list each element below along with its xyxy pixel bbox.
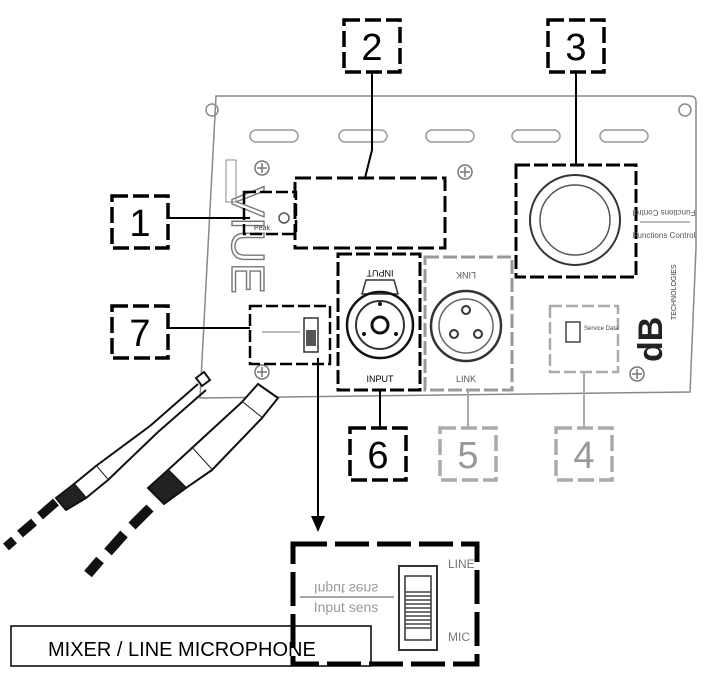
callout-1-label: 1 bbox=[129, 203, 150, 245]
input-sens-label: Input sens bbox=[314, 599, 379, 615]
line-label: LINE bbox=[448, 557, 475, 571]
callout-4-label: 4 bbox=[573, 435, 594, 477]
mic-label: MIC bbox=[448, 630, 470, 644]
brand-sub-block bbox=[225, 159, 237, 203]
callout-3-label: 3 bbox=[565, 27, 586, 69]
db-sub-text: TECHNOLOGIES bbox=[671, 264, 678, 320]
leader-lines bbox=[168, 72, 577, 428]
trs-jack-cable bbox=[3, 370, 212, 551]
db-logo-text: dB bbox=[632, 317, 670, 362]
link-label-top: LINK bbox=[456, 270, 476, 280]
input-combo-connector: INPUT INPUT bbox=[336, 252, 422, 392]
peak-label: Peak bbox=[254, 225, 270, 232]
callout-7: 7 bbox=[110, 304, 170, 360]
callout-5-label: 5 bbox=[457, 435, 478, 477]
callout-7-label: 7 bbox=[129, 313, 150, 355]
input-sens-mirrored: Input sens bbox=[314, 581, 379, 597]
display-window bbox=[293, 176, 447, 250]
link-label-bottom: LINK bbox=[456, 374, 476, 384]
callout-2: 2 bbox=[342, 18, 402, 74]
leader-lines-gray bbox=[467, 372, 585, 428]
vent-slots bbox=[249, 129, 649, 143]
callout-4: 4 bbox=[554, 426, 614, 482]
service-label: Service Data bbox=[584, 326, 619, 332]
input-label-bottom: INPUT bbox=[367, 374, 395, 384]
input-sens-switch-detail: Input sens Input sens LINE MIC bbox=[290, 541, 480, 667]
callout-2-label: 2 bbox=[361, 27, 382, 69]
callout-3: 3 bbox=[546, 18, 606, 74]
functions-label-mirrored: Functions Control bbox=[632, 208, 695, 217]
callout-6-label: 6 bbox=[367, 435, 388, 477]
brand-vertical-text: VIUE bbox=[222, 186, 274, 293]
callout-1: 1 bbox=[110, 194, 170, 250]
functions-label: Functions Control bbox=[633, 231, 696, 240]
input-label-top: INPUT bbox=[366, 268, 394, 278]
detail-arrow bbox=[311, 358, 325, 532]
xlr-cable bbox=[84, 382, 280, 578]
callout-6: 6 bbox=[348, 426, 408, 482]
callout-5: 5 bbox=[438, 426, 498, 482]
panel-holes bbox=[205, 103, 692, 117]
caption-text: MIXER / LINE MICROPHONE bbox=[48, 639, 316, 661]
input-sens-switch-panel bbox=[248, 304, 332, 366]
db-logo: dB TECHNOLOGIES bbox=[632, 264, 678, 362]
panel-screws bbox=[254, 160, 645, 382]
caption-box: MIXER / LINE MICROPHONE bbox=[10, 625, 372, 667]
